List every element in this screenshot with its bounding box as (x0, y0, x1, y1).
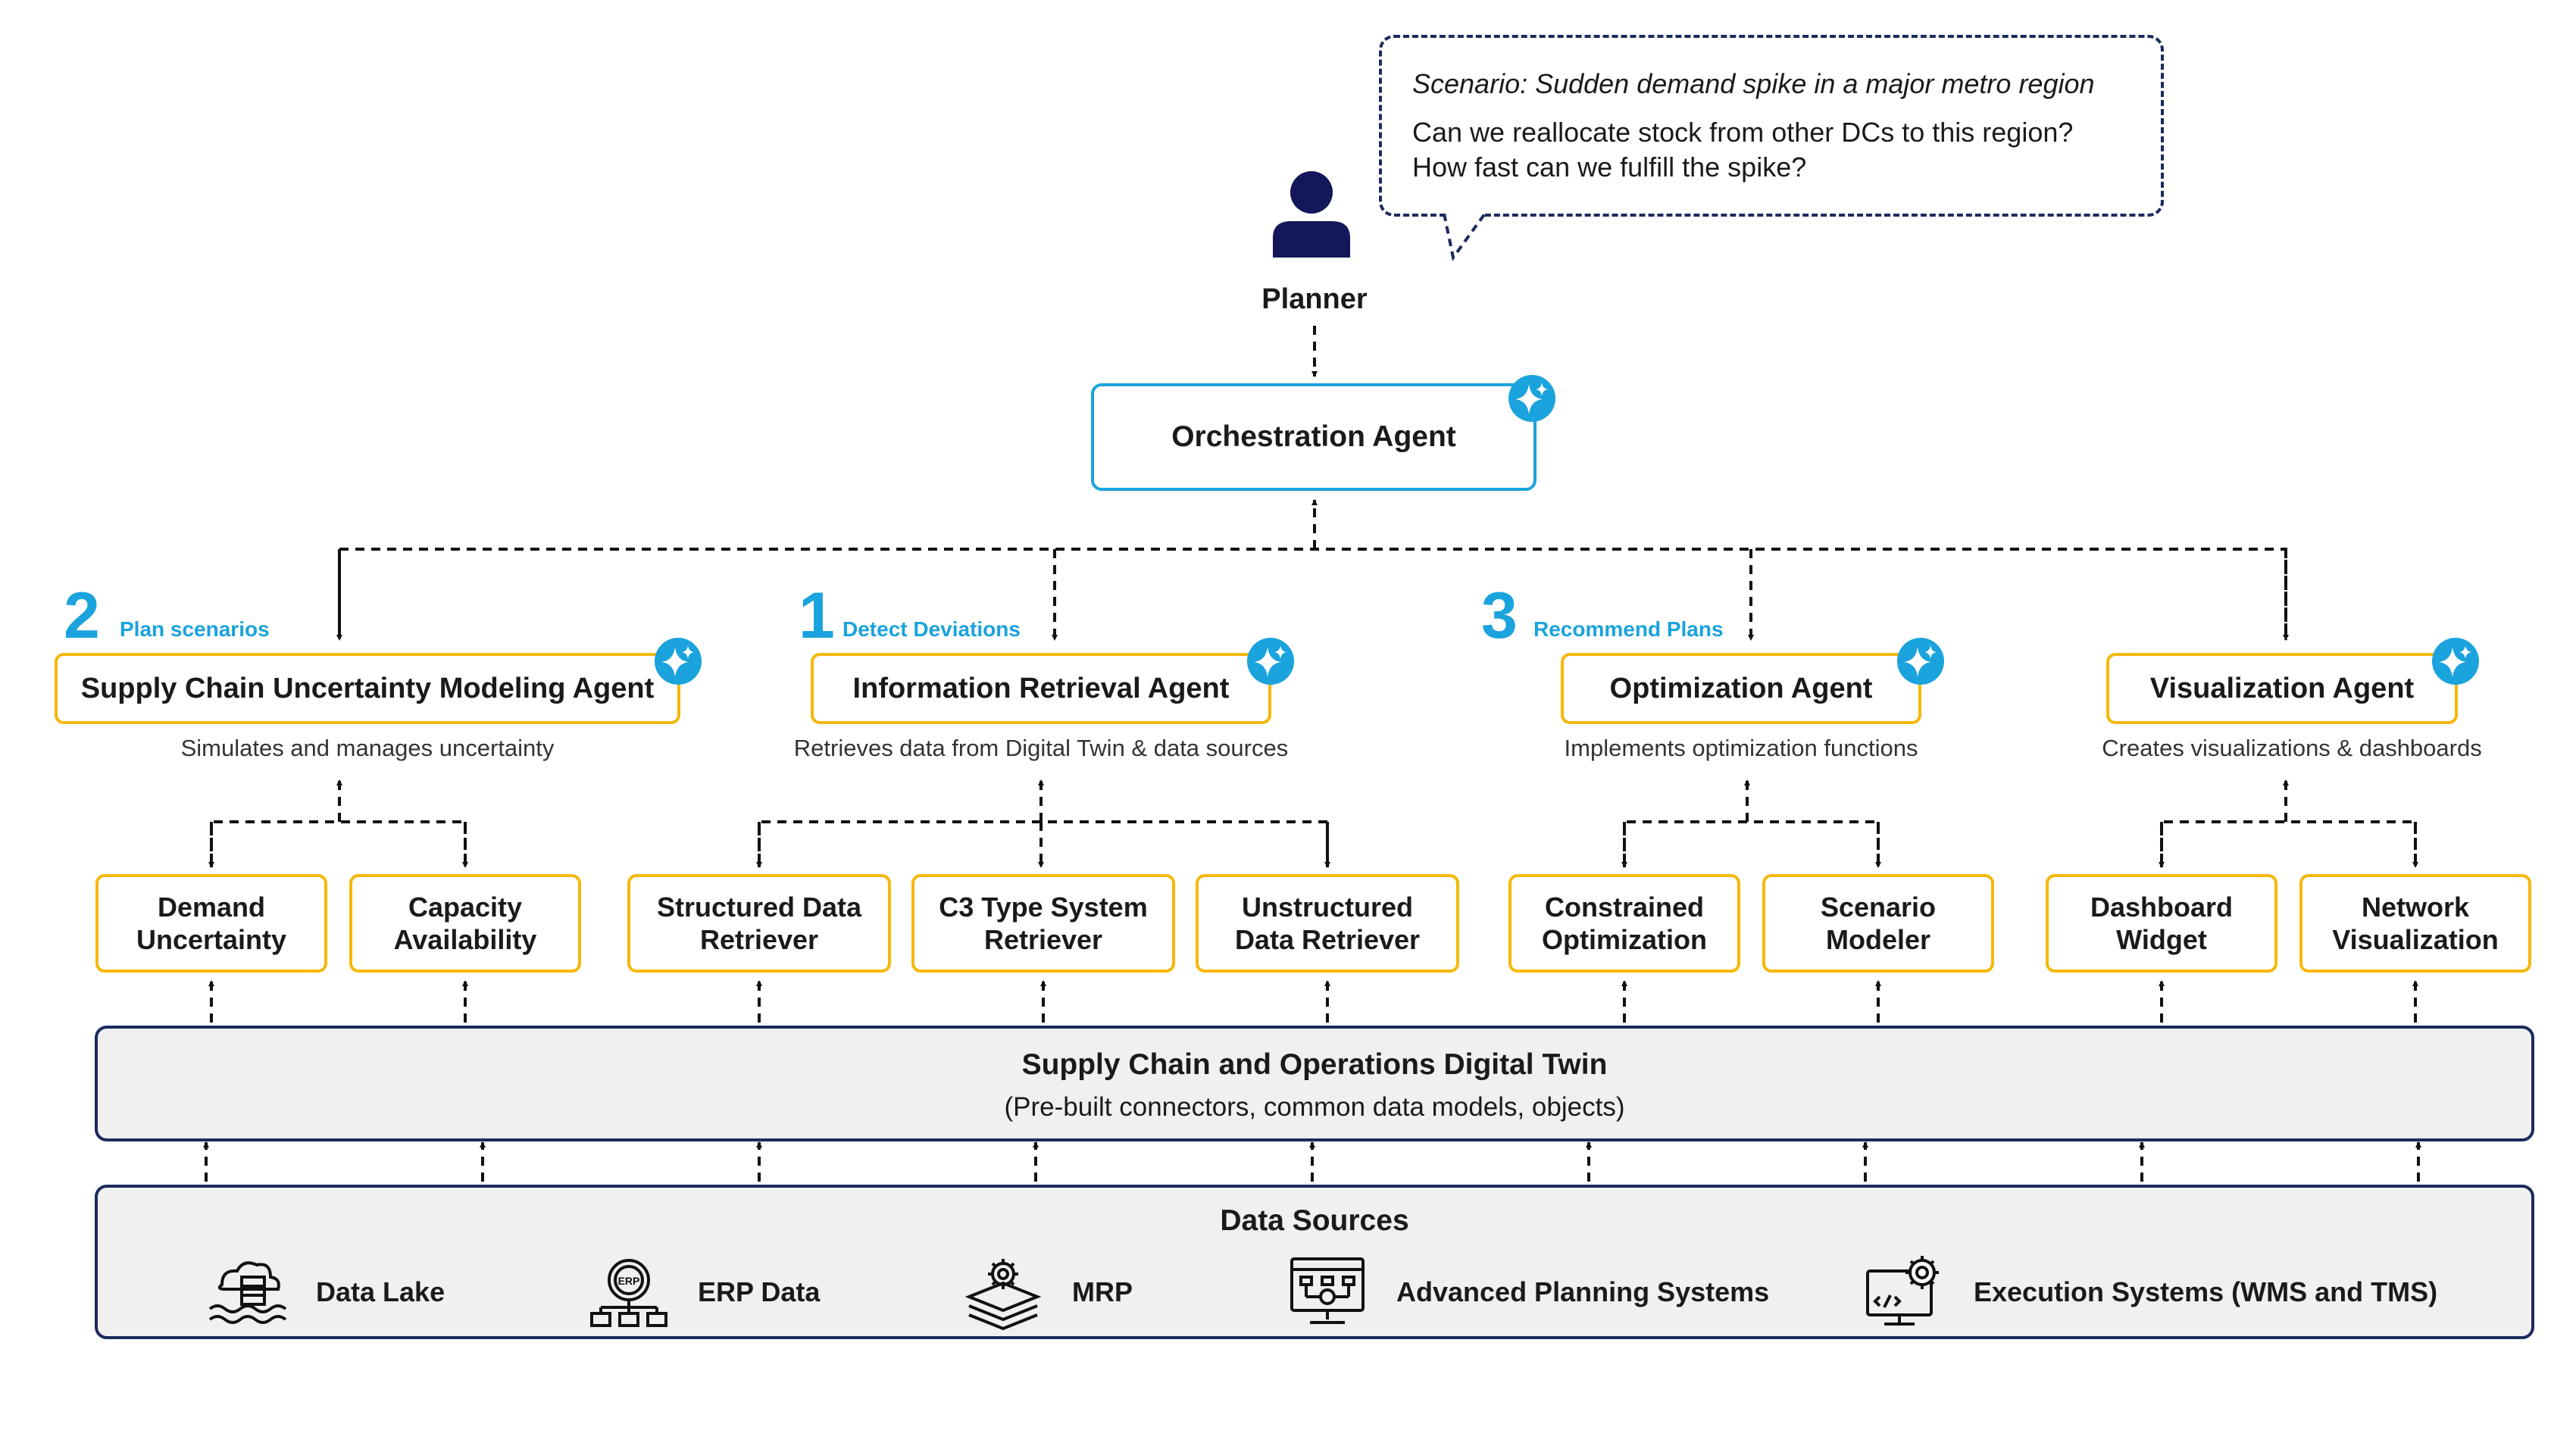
scenario-title: Scenario: Sudden demand spike in a major… (1412, 68, 2095, 99)
source-erp-data: ERP ERP Data (587, 1254, 820, 1330)
step-number-1: 1 (799, 579, 835, 652)
ai-sparkle-icon (2432, 638, 2479, 685)
source-data-lake: Data Lake (205, 1254, 445, 1330)
planning-systems-icon (1290, 1257, 1365, 1324)
source-execution-systems: Execution Systems (WMS and TMS) (1863, 1254, 2437, 1330)
execution-systems-icon (1866, 1256, 1939, 1326)
planner-label: Planner (1261, 283, 1368, 315)
data-sources-panel: Data Sources Data Lake ERP (95, 1185, 2534, 1339)
ai-sparkle-icon (1247, 638, 1294, 685)
step-label-plan-scenarios: Plan scenarios (120, 617, 270, 641)
visualization-agent-box[interactable]: Visualization Agent (2106, 653, 2458, 724)
bubble-tail (1443, 212, 1487, 261)
step-label-recommend-plans: Recommend Plans (1533, 617, 1724, 641)
step-number-2: 2 (64, 579, 100, 652)
erp-icon: ERP (590, 1259, 667, 1327)
scenario-question-2: How fast can we fulfill the spike? (1412, 151, 1807, 183)
agent-description: Implements optimization functions (1564, 735, 1918, 761)
digital-twin-subtitle: (Pre-built connectors, common data model… (1004, 1092, 1625, 1122)
svg-text:ERP: ERP (618, 1275, 640, 1287)
optimization-agent-box[interactable]: Optimization Agent (1561, 653, 1921, 724)
step-number-3: 3 (1481, 579, 1518, 652)
agent-description: Creates visualizations & dashboards (2102, 735, 2482, 761)
information-retrieval-agent-box[interactable]: Information Retrieval Agent (811, 653, 1271, 724)
source-advanced-planning-systems: Advanced Planning Systems (1286, 1254, 1769, 1330)
data-lake-icon (208, 1261, 287, 1324)
uncertainty-modeling-agent-box[interactable]: Supply Chain Uncertainty Modeling Agent (55, 653, 680, 724)
mrp-icon (964, 1259, 1042, 1330)
scenario-question-1: Can we reallocate stock from other DCs t… (1412, 117, 2074, 148)
data-sources-title: Data Sources (1220, 1204, 1409, 1237)
orchestration-agent-box[interactable]: Orchestration Agent (1091, 383, 1537, 491)
step-label-detect-deviations: Detect Deviations (843, 617, 1021, 641)
source-mrp: MRP (961, 1254, 1133, 1330)
person-icon (1273, 171, 1350, 258)
digital-twin-title: Supply Chain and Operations Digital Twin (1021, 1048, 1608, 1081)
agent-description: Simulates and manages uncertainty (180, 735, 555, 761)
agent-description: Retrieves data from Digital Twin & data … (793, 735, 1289, 761)
ai-sparkle-icon (655, 638, 702, 685)
ai-sparkle-icon (1508, 375, 1555, 422)
ai-sparkle-icon (1897, 638, 1944, 685)
digital-twin-panel: Supply Chain and Operations Digital Twin… (95, 1026, 2534, 1141)
scenario-speech-bubble: Scenario: Sudden demand spike in a major… (1379, 35, 2164, 217)
